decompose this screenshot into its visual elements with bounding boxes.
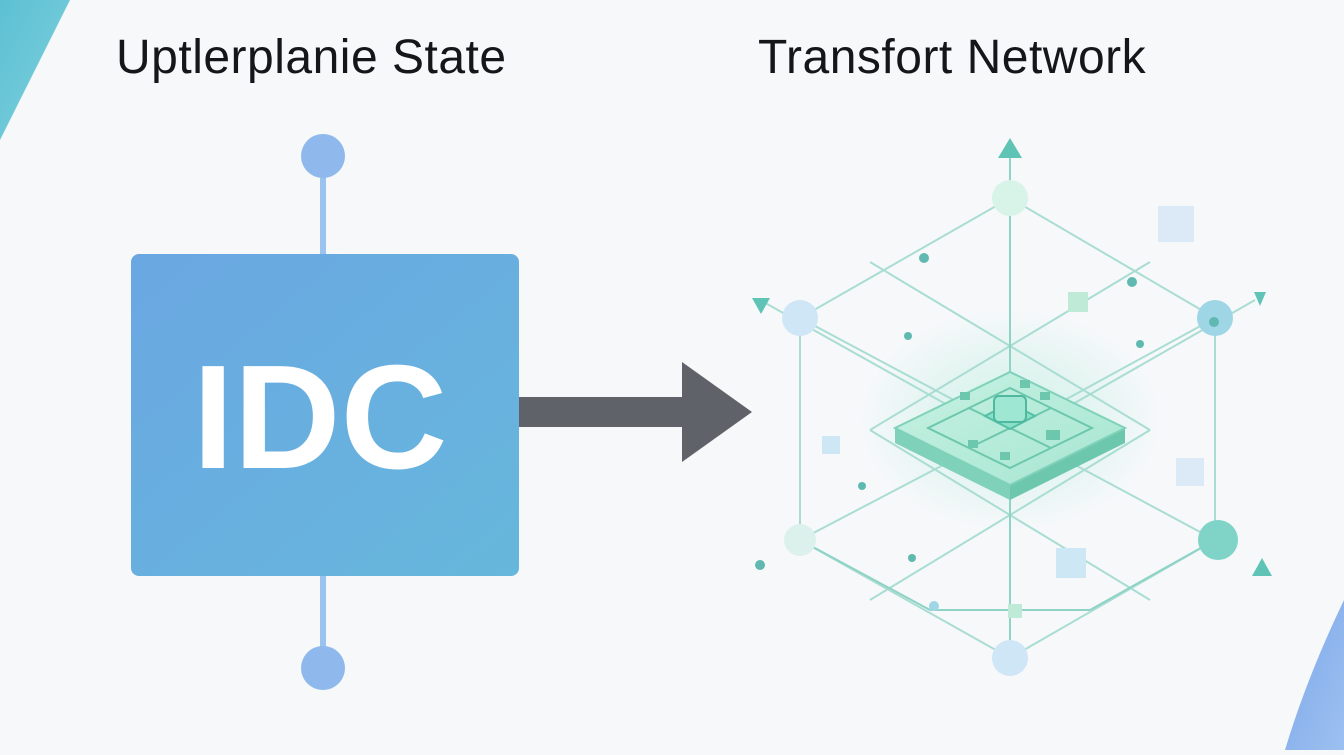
transport-network [752,138,1272,676]
corner-blob-top-left [0,0,70,140]
triangle-marker-icon [1254,292,1266,306]
square-marker-icon [1008,604,1022,618]
node-circle-icon [992,180,1028,216]
triangle-marker-icon [752,298,770,314]
node-circle-icon [301,646,345,690]
node-circle-icon [992,640,1028,676]
idc-block: IDC [131,134,519,690]
corner-blob-bottom-right [1285,600,1344,750]
triangle-marker-icon [998,138,1022,158]
node-circle-icon [301,134,345,178]
node-circle-icon [782,300,818,336]
square-marker-icon [1176,458,1204,486]
left-diagram-title: Uptlerplanie State [116,31,507,84]
chip-icon [892,370,1128,500]
square-marker-icon [1158,206,1194,242]
node-circle-icon [784,524,816,556]
square-marker-icon [1056,548,1086,578]
idc-box-label: IDC [193,335,448,500]
square-marker-icon [822,436,840,454]
square-marker-icon [1068,292,1088,312]
arrow-right-icon [519,362,752,462]
idc-box [131,254,519,576]
network-dots [755,253,1219,611]
triangle-marker-icon [1252,558,1272,576]
node-circle-icon [1198,520,1238,560]
right-diagram-title: Transfort Network [758,31,1147,84]
